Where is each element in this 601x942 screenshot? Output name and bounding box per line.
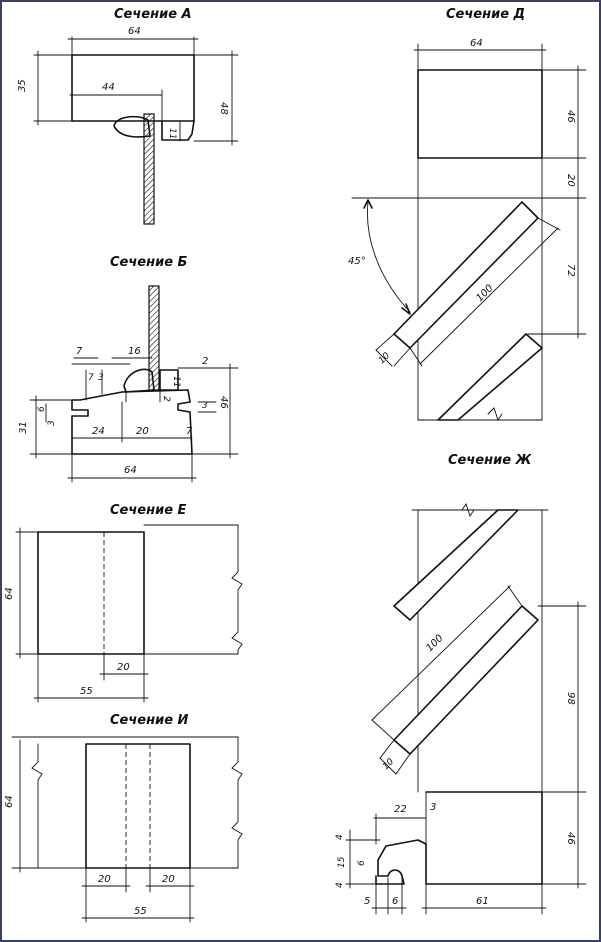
section-e-title: Сечение Е [110,503,187,518]
section-zh-dim-46-label: 46 [565,832,576,845]
section-d-dim-100-label: 100 [474,283,495,304]
section-zh-dim-98-label: 98 [565,692,576,705]
section-b-dim-24-label: 24 [92,426,105,437]
section-b-dim-16-label: 16 [128,346,141,357]
section-d-dim-64-label: 64 [470,38,483,49]
section-d-dim-20-label: 20 [565,174,576,187]
section-zh-slat-1 [393,509,519,621]
section-a-dim-35-label: 35 [17,79,28,92]
section-e-dim-64-label: 64 [4,587,15,600]
section-b-dim-64-label: 64 [124,465,137,476]
section-zh-dim-100 [371,585,511,721]
section-a-glass [143,113,155,225]
section-b-dim-2-right-label: 2 [202,356,208,367]
section-e-dim-55-label: 55 [80,686,93,697]
section-b-dim-3-left-label: 3 [98,373,104,383]
section-zh-dim-3-label: 3 [430,802,436,813]
section-e-dim-20-label: 20 [117,662,130,673]
section-zh-dim-100-label: 100 [424,633,445,654]
section-b-dim-31-label: 31 [18,421,29,434]
section-b-profile [71,389,193,455]
section-a-step [161,120,195,141]
section-zh-dim-15-label: 15 [337,856,347,868]
section-d: Сечение Д 64 46 20 72 100 10 [348,7,587,422]
section-a-dim-64-label: 64 [128,26,141,37]
section-b: Сечение Б 16 7 2 7 3 2 11 31 6 3 [18,255,239,483]
section-i: Сечение И 64 20 20 55 [4,713,243,923]
section-i-dim-20-left-label: 20 [98,874,111,885]
section-zh-dim-61-label: 61 [476,896,489,907]
section-zh-dim-22-label: 22 [394,804,407,815]
section-d-dim-100 [419,227,559,365]
section-zh-title: Сечение Ж [448,453,533,468]
section-d-title: Сечение Д [446,7,525,22]
section-i-title: Сечение И [110,713,189,728]
section-b-dim-6-label: 6 [37,406,47,412]
section-b-dim-7-top-label: 7 [76,346,83,357]
section-zh-dim-4-top-label: 4 [335,834,345,840]
section-d-profile [417,69,543,159]
section-zh-dim-6-bottom-label: 6 [392,896,398,907]
section-a-title: Сечение А [114,7,192,22]
section-zh: Сечение Ж 100 10 98 46 22 3 [335,453,587,915]
section-d-slat-1 [393,201,539,349]
section-a: Сечение А 64 35 48 44 11 [17,7,239,225]
section-zh-dim-5-label: 5 [364,896,370,907]
section-e: Сечение Е 64 20 55 [4,503,243,703]
section-zh-dim-10-label: 10 [381,757,396,772]
section-a-dim-11-label: 11 [167,128,177,139]
section-b-title: Сечение Б [110,255,188,270]
section-a-profile [71,54,195,122]
section-zh-dim-6-label: 6 [357,860,367,866]
section-i-dim-55-label: 55 [134,906,147,917]
section-d-slat-2 [437,333,543,421]
section-b-dim-3-lower-label: 3 [47,420,57,426]
section-d-dim-46-label: 46 [565,110,576,123]
section-zh-profile [375,791,543,885]
section-zh-slat-2 [393,605,539,755]
section-a-dim-44-label: 44 [102,82,115,93]
section-b-dim-7-right-label: 7 [186,426,193,437]
section-b-dim-11-label: 11 [171,376,181,387]
section-b-dim-46-label: 46 [218,396,229,409]
section-b-glass [148,285,160,391]
section-d-dim-72-label: 72 [565,264,576,277]
section-b-dim-2-mid-label: 2 [161,396,171,402]
section-b-dim-7-left-label: 7 [88,373,94,383]
section-b-dim-20-label: 20 [136,426,149,437]
section-i-dim-64-label: 64 [4,795,15,808]
section-i-dim-20-right-label: 20 [162,874,175,885]
section-b-dim-3-right-label: 3 [202,401,208,411]
section-d-angle-label: 45° [348,256,366,267]
section-b-bead [123,368,155,393]
section-e-profile [37,531,145,655]
section-i-profile [85,743,191,869]
section-a-dim-48-label: 48 [218,102,229,115]
section-zh-dim-4-bottom-label: 4 [335,882,345,888]
